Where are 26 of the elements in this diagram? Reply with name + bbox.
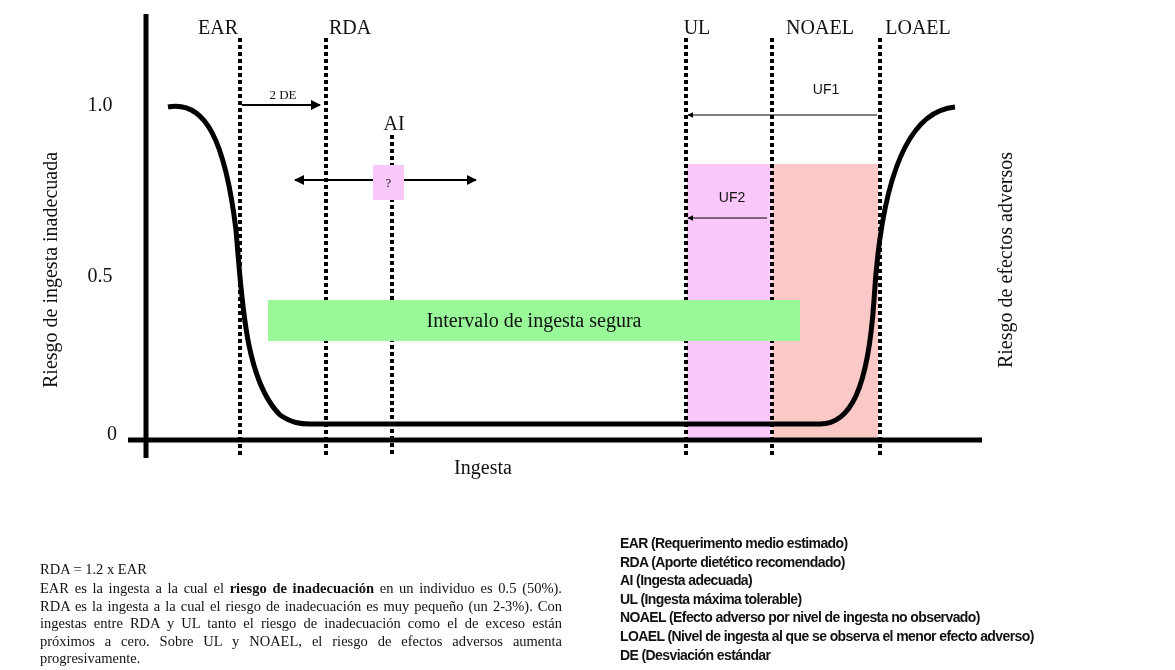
- axis-tick-label: 0: [107, 422, 117, 444]
- axis-title: Riesgo de ingesta inadecuada: [39, 152, 61, 388]
- line-label: RDA: [328, 16, 372, 38]
- measure-label: UF2: [718, 190, 746, 206]
- explanation-paragraph: EAR es la ingesta a la cual el riesgo de inadecuación en un individuo es 0.5 (50%). RDA es la ingesta a la cual el riesgo de inadecuación es muy pequeño (un 2-3%). Con ingestas entre RDA y UL tanto el riesgo de inadecuación como el de exceso están próximos a cero. Sobre UL y NOAEL, el riesgo de efectos adversos aumenta progresivamente.: [40, 580, 562, 668]
- axis-title: Ingesta: [454, 456, 512, 478]
- line-label: EAR: [198, 16, 238, 38]
- safe-intake-band: Intervalo de ingesta segura: [268, 300, 800, 341]
- unknown-box: ?: [373, 165, 404, 200]
- formula-text: RDA = 1.2 x EAR: [40, 562, 147, 578]
- axis-tick-label: 0.5: [87, 264, 113, 286]
- glossary-entry: RDA (Aporte dietético recomendado): [620, 554, 845, 570]
- glossary-entry: DE (Desviación estándar: [620, 647, 771, 663]
- line-label: AI: [383, 112, 405, 134]
- glossary-entry: LOAEL (Nivel de ingesta al que se observa el menor efecto adverso): [620, 629, 1034, 645]
- glossary-entry: UL (Ingesta máxima tolerable): [620, 591, 802, 608]
- line-label: UL: [683, 16, 711, 38]
- glossary-entry: AI (Ingesta adecuada): [620, 573, 753, 589]
- glossary-entry: NOAEL (Efecto adverso por nivel de ingesta no observado): [620, 610, 980, 626]
- axis-title: Riesgo de efectos adversos: [994, 152, 1016, 368]
- measure-label: UF1: [812, 82, 840, 98]
- axis-tick-label: 1.0: [87, 93, 113, 115]
- line-label: LOAEL: [885, 16, 951, 38]
- glossary-entry: EAR (Requerimento medio estimado): [620, 536, 848, 552]
- line-label: NOAEL: [786, 16, 854, 38]
- measure-label: 2 DE: [269, 88, 297, 103]
